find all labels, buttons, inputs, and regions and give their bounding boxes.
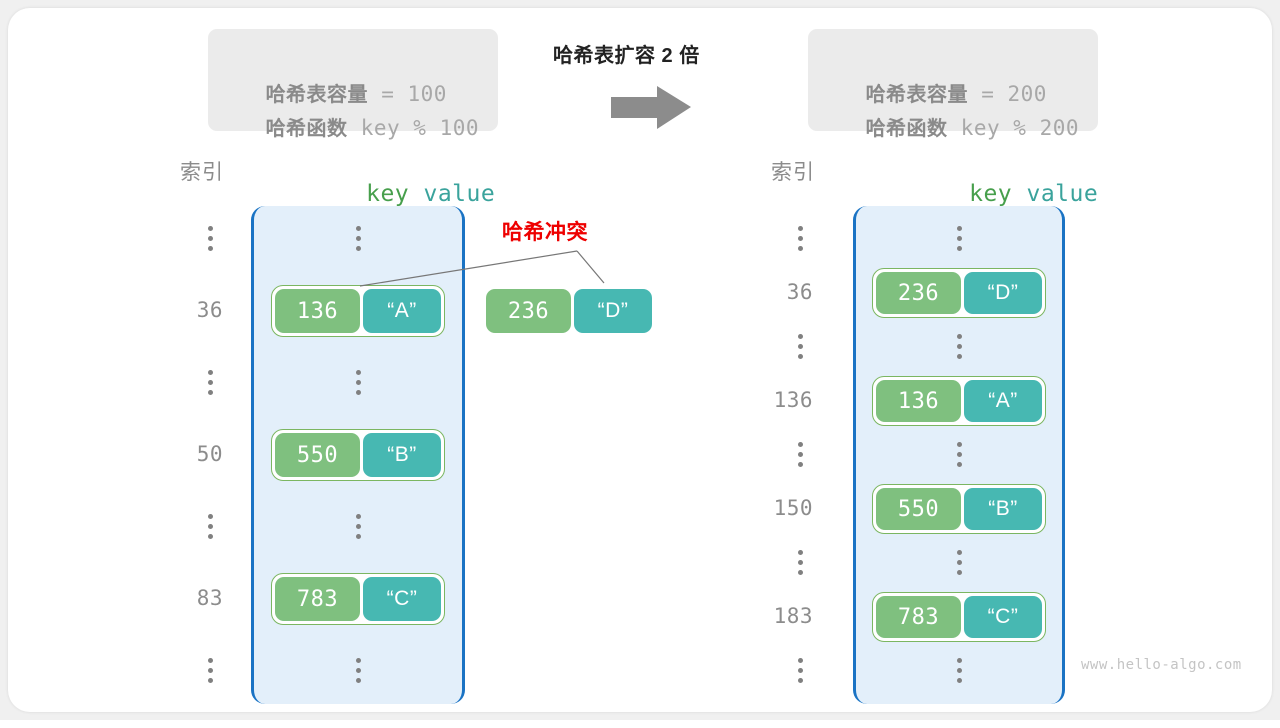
index-ellipsis-icon: [797, 226, 803, 251]
before-capacity-line: 哈希表容量 = 100: [230, 43, 476, 106]
key-value-pair[interactable]: 136“A”: [872, 376, 1046, 426]
pair-key-cell: 236: [876, 272, 961, 314]
after-capacity-line: 哈希表容量 = 200: [830, 43, 1076, 106]
left-kv-header: key value: [280, 155, 495, 233]
pair-value-cell: “D”: [964, 272, 1042, 314]
transition-title: 哈希表扩容 2 倍: [553, 45, 700, 67]
after-function-label: 哈希函数: [865, 118, 948, 140]
before-capacity-value: = 100: [368, 82, 447, 106]
row-index-label: 36: [786, 280, 813, 304]
after-capacity-value: = 200: [968, 82, 1047, 106]
key-value-pair[interactable]: 783“C”: [271, 573, 445, 625]
bucket-ellipsis-icon: [956, 226, 962, 251]
pair-value-cell: “A”: [964, 380, 1042, 422]
pair-value-cell: “C”: [363, 577, 441, 621]
key-value-pair[interactable]: 136“A”: [271, 285, 445, 337]
key-value-pair[interactable]: 236“D”: [872, 268, 1046, 318]
before-info-box: 哈希表容量 = 100 哈希函数 key % 100: [208, 29, 498, 140]
pair-key-cell: 783: [275, 577, 360, 621]
diagram-card: 哈希表容量 = 100 哈希函数 key % 100 哈希表扩容 2 倍 哈希表…: [8, 8, 1272, 712]
bucket-ellipsis-icon: [956, 550, 962, 575]
index-ellipsis-icon: [207, 226, 213, 251]
bucket-ellipsis-icon: [355, 514, 361, 539]
pair-value-cell: “D”: [574, 289, 652, 333]
index-ellipsis-icon: [207, 370, 213, 395]
index-ellipsis-icon: [797, 334, 803, 359]
bucket-ellipsis-icon: [956, 442, 962, 467]
right-kv-header: key value: [883, 155, 1098, 233]
after-capacity-label: 哈希表容量: [865, 84, 969, 106]
pair-key-cell: 550: [275, 433, 360, 477]
pair-value-cell: “B”: [964, 488, 1042, 530]
index-ellipsis-icon: [207, 514, 213, 539]
row-index-label: 83: [196, 586, 223, 610]
index-ellipsis-icon: [797, 550, 803, 575]
left-index-header: 索引: [180, 161, 224, 184]
key-value-pair[interactable]: 550“B”: [271, 429, 445, 481]
bucket-ellipsis-icon: [956, 334, 962, 359]
index-ellipsis-icon: [797, 658, 803, 683]
after-function-line: 哈希函数 key % 200: [830, 77, 1079, 140]
after-info-box: 哈希表容量 = 200 哈希函数 key % 200: [808, 29, 1098, 140]
bucket-ellipsis-icon: [355, 370, 361, 395]
key-value-pair[interactable]: 550“B”: [872, 484, 1046, 534]
after-function-expr: key % 200: [947, 116, 1079, 140]
row-index-label: 50: [196, 442, 223, 466]
pair-key-cell: 550: [876, 488, 961, 530]
pair-key-cell: 236: [486, 289, 571, 333]
before-capacity-label: 哈希表容量: [265, 84, 369, 106]
before-function-line: 哈希函数 key % 100: [230, 77, 479, 140]
row-index-label: 36: [196, 298, 223, 322]
bucket-ellipsis-icon: [355, 226, 361, 251]
before-function-expr: key % 100: [347, 116, 479, 140]
before-function-label: 哈希函数: [265, 118, 348, 140]
index-ellipsis-icon: [207, 658, 213, 683]
left-key-header: key: [366, 181, 410, 207]
right-key-header: key: [969, 181, 1013, 207]
left-value-header: value: [409, 181, 496, 207]
pair-value-cell: “B”: [363, 433, 441, 477]
key-value-pair[interactable]: 783“C”: [872, 592, 1046, 642]
row-index-label: 136: [773, 388, 813, 412]
pair-value-cell: “C”: [964, 596, 1042, 638]
right-index-header: 索引: [771, 161, 815, 184]
row-index-label: 183: [773, 604, 813, 628]
pair-key-cell: 136: [275, 289, 360, 333]
bucket-ellipsis-icon: [956, 658, 962, 683]
site-watermark: www.hello-algo.com: [1081, 657, 1242, 673]
right-value-header: value: [1012, 181, 1099, 207]
pair-value-cell: “A”: [363, 289, 441, 333]
bucket-ellipsis-icon: [355, 658, 361, 683]
index-ellipsis-icon: [797, 442, 803, 467]
colliding-key-value-pair[interactable]: 236“D”: [482, 285, 656, 337]
pair-key-cell: 783: [876, 596, 961, 638]
pair-key-cell: 136: [876, 380, 961, 422]
right-arrow-icon: [611, 86, 691, 135]
row-index-label: 150: [773, 496, 813, 520]
collision-label: 哈希冲突: [502, 221, 588, 244]
